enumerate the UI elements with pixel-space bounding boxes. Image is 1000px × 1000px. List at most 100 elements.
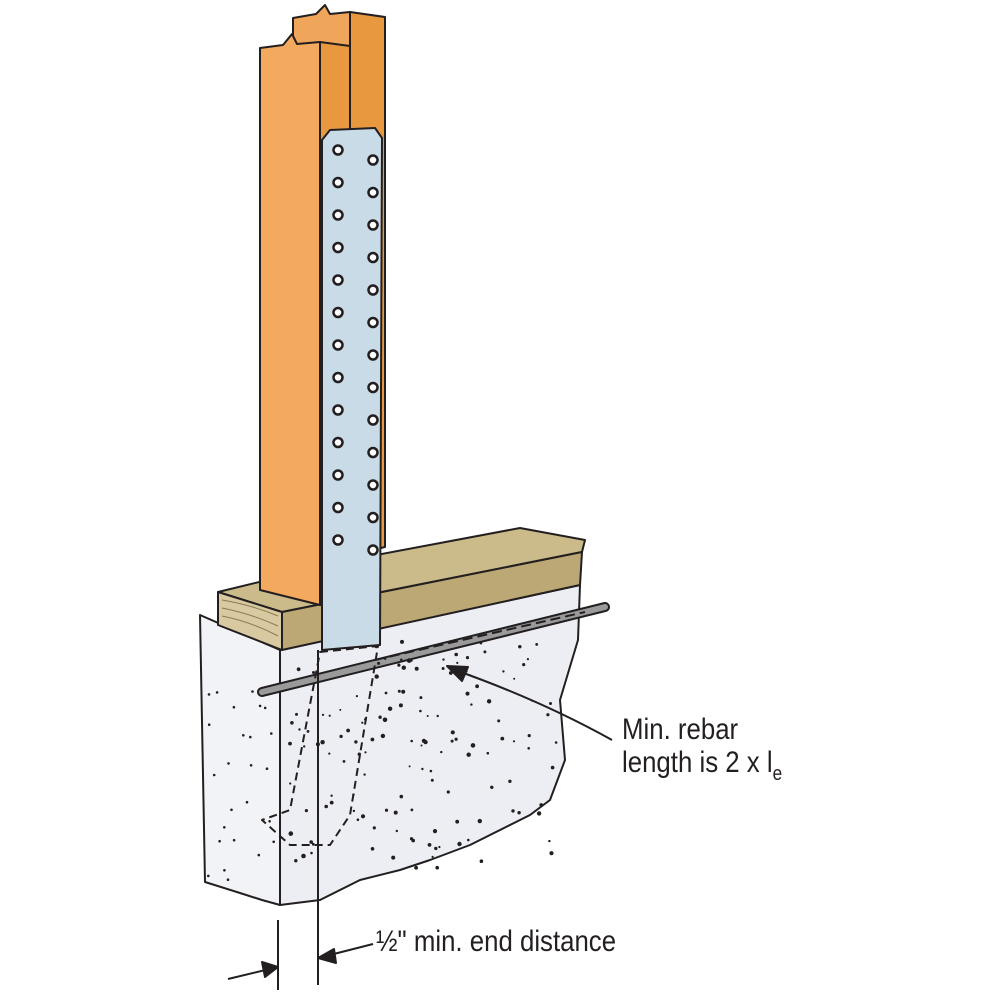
rebar-fill <box>259 604 608 695</box>
aggregate-speck <box>456 661 459 665</box>
aggregate-speck <box>414 865 418 870</box>
aggregate-speck <box>426 715 429 717</box>
aggregate-speck <box>465 656 470 660</box>
aggregate-speck <box>289 782 292 785</box>
nail-hole <box>332 404 344 416</box>
aggregate-speck <box>419 709 422 713</box>
aggregate-speck <box>309 840 314 844</box>
aggregate-speck <box>448 671 453 675</box>
aggregate-speck <box>549 851 554 856</box>
aggregate-speck <box>328 752 331 755</box>
nail-hole <box>332 371 344 384</box>
aggregate-speck <box>270 732 273 735</box>
aggregate-speck <box>470 703 473 706</box>
aggregate-speck <box>223 869 226 872</box>
aggregate-speck <box>288 741 292 746</box>
aggregate-speck <box>310 851 313 855</box>
aggregate-speck <box>339 708 342 711</box>
aggregate-speck <box>497 719 501 723</box>
aggregate-speck <box>320 740 325 745</box>
aggregate-speck <box>218 839 221 843</box>
nail-hole <box>367 349 379 361</box>
aggregate-speck <box>232 838 236 842</box>
aggregate-speck <box>450 739 454 743</box>
nail-hole <box>367 316 379 329</box>
rebar-leader-line <box>454 669 613 741</box>
aggregate-speck <box>531 699 533 702</box>
aggregate-speck <box>354 740 358 744</box>
nail-hole <box>367 414 379 426</box>
aggregate-speck <box>550 765 555 770</box>
aggregate-speck <box>384 691 388 695</box>
nail-hole <box>367 284 379 296</box>
rebar-note-line1: Min. rebar <box>622 713 739 746</box>
aggregate-speck <box>263 706 267 710</box>
aggregate-speck <box>398 703 403 708</box>
rebar-note-line2-text: length is 2 x l <box>622 746 773 779</box>
nail-hole <box>332 241 344 254</box>
aggregate-speck <box>409 837 414 841</box>
aggregate-speck <box>401 665 406 670</box>
aggregate-speck <box>419 696 423 700</box>
aggregate-speck <box>467 838 470 842</box>
front-stud-front <box>259 33 321 606</box>
nail-hole <box>332 436 344 449</box>
aggregate-speck <box>391 855 396 860</box>
nail-hole <box>332 469 344 481</box>
aggregate-speck <box>546 713 550 717</box>
sill-plate-end <box>217 591 283 651</box>
nail-hole <box>367 219 379 231</box>
aggregate-speck <box>406 658 412 663</box>
aggregate-speck <box>370 847 375 851</box>
aggregate-speck <box>374 645 378 649</box>
aggregate-speck <box>212 773 216 777</box>
aggregate-speck <box>420 744 423 747</box>
aggregate-speck <box>410 739 414 743</box>
aggregate-speck <box>295 712 298 716</box>
aggregate-speck <box>352 793 355 796</box>
aggregate-speck <box>363 773 366 776</box>
aggregate-speck <box>513 677 516 680</box>
aggregate-speck <box>356 818 360 821</box>
strap-nail-holes <box>332 144 379 556</box>
nail-hole <box>367 251 379 264</box>
aggregate-speck <box>527 747 530 750</box>
aggregate-speck <box>324 804 329 809</box>
aggregate-speck <box>315 742 320 747</box>
aggregate-speck <box>207 874 210 878</box>
nail-hole <box>332 274 344 286</box>
aggregate-speck <box>442 658 445 661</box>
end-distance-note: ½" min. end distance <box>376 925 617 958</box>
aggregate-speck <box>423 740 428 745</box>
nail-hole <box>367 186 379 199</box>
aggregate-speck <box>477 818 482 824</box>
aggregate-speck <box>479 641 483 645</box>
aggregate-speck <box>321 713 325 717</box>
aggregate-speck <box>486 699 492 704</box>
aggregate-speck <box>249 764 253 767</box>
rebar-note-subscript: e <box>772 763 783 785</box>
aggregate-speck <box>251 690 254 693</box>
aggregate-speck <box>434 846 438 851</box>
wood-grain <box>221 599 279 637</box>
aggregate-speck <box>227 762 230 765</box>
aggregate-speck <box>421 767 424 771</box>
nail-hole <box>332 209 344 221</box>
aggregate-speck <box>226 878 230 881</box>
nail-hole <box>367 511 379 524</box>
aggregate-speck <box>272 840 276 844</box>
aggregate-speck <box>328 714 331 717</box>
aggregate-speck <box>508 779 512 783</box>
aggregate-speck <box>304 809 308 813</box>
aggregate-speck <box>535 643 539 646</box>
aggregate-speck <box>232 705 236 709</box>
aggregate-speck <box>483 650 487 654</box>
dimension-arrowhead-right <box>317 948 337 964</box>
aggregate-speck <box>397 689 401 693</box>
aggregate-speck <box>242 734 245 737</box>
aggregate-speck <box>384 808 389 812</box>
aggregate-speck <box>330 794 333 797</box>
aggregate-speck <box>245 800 249 804</box>
